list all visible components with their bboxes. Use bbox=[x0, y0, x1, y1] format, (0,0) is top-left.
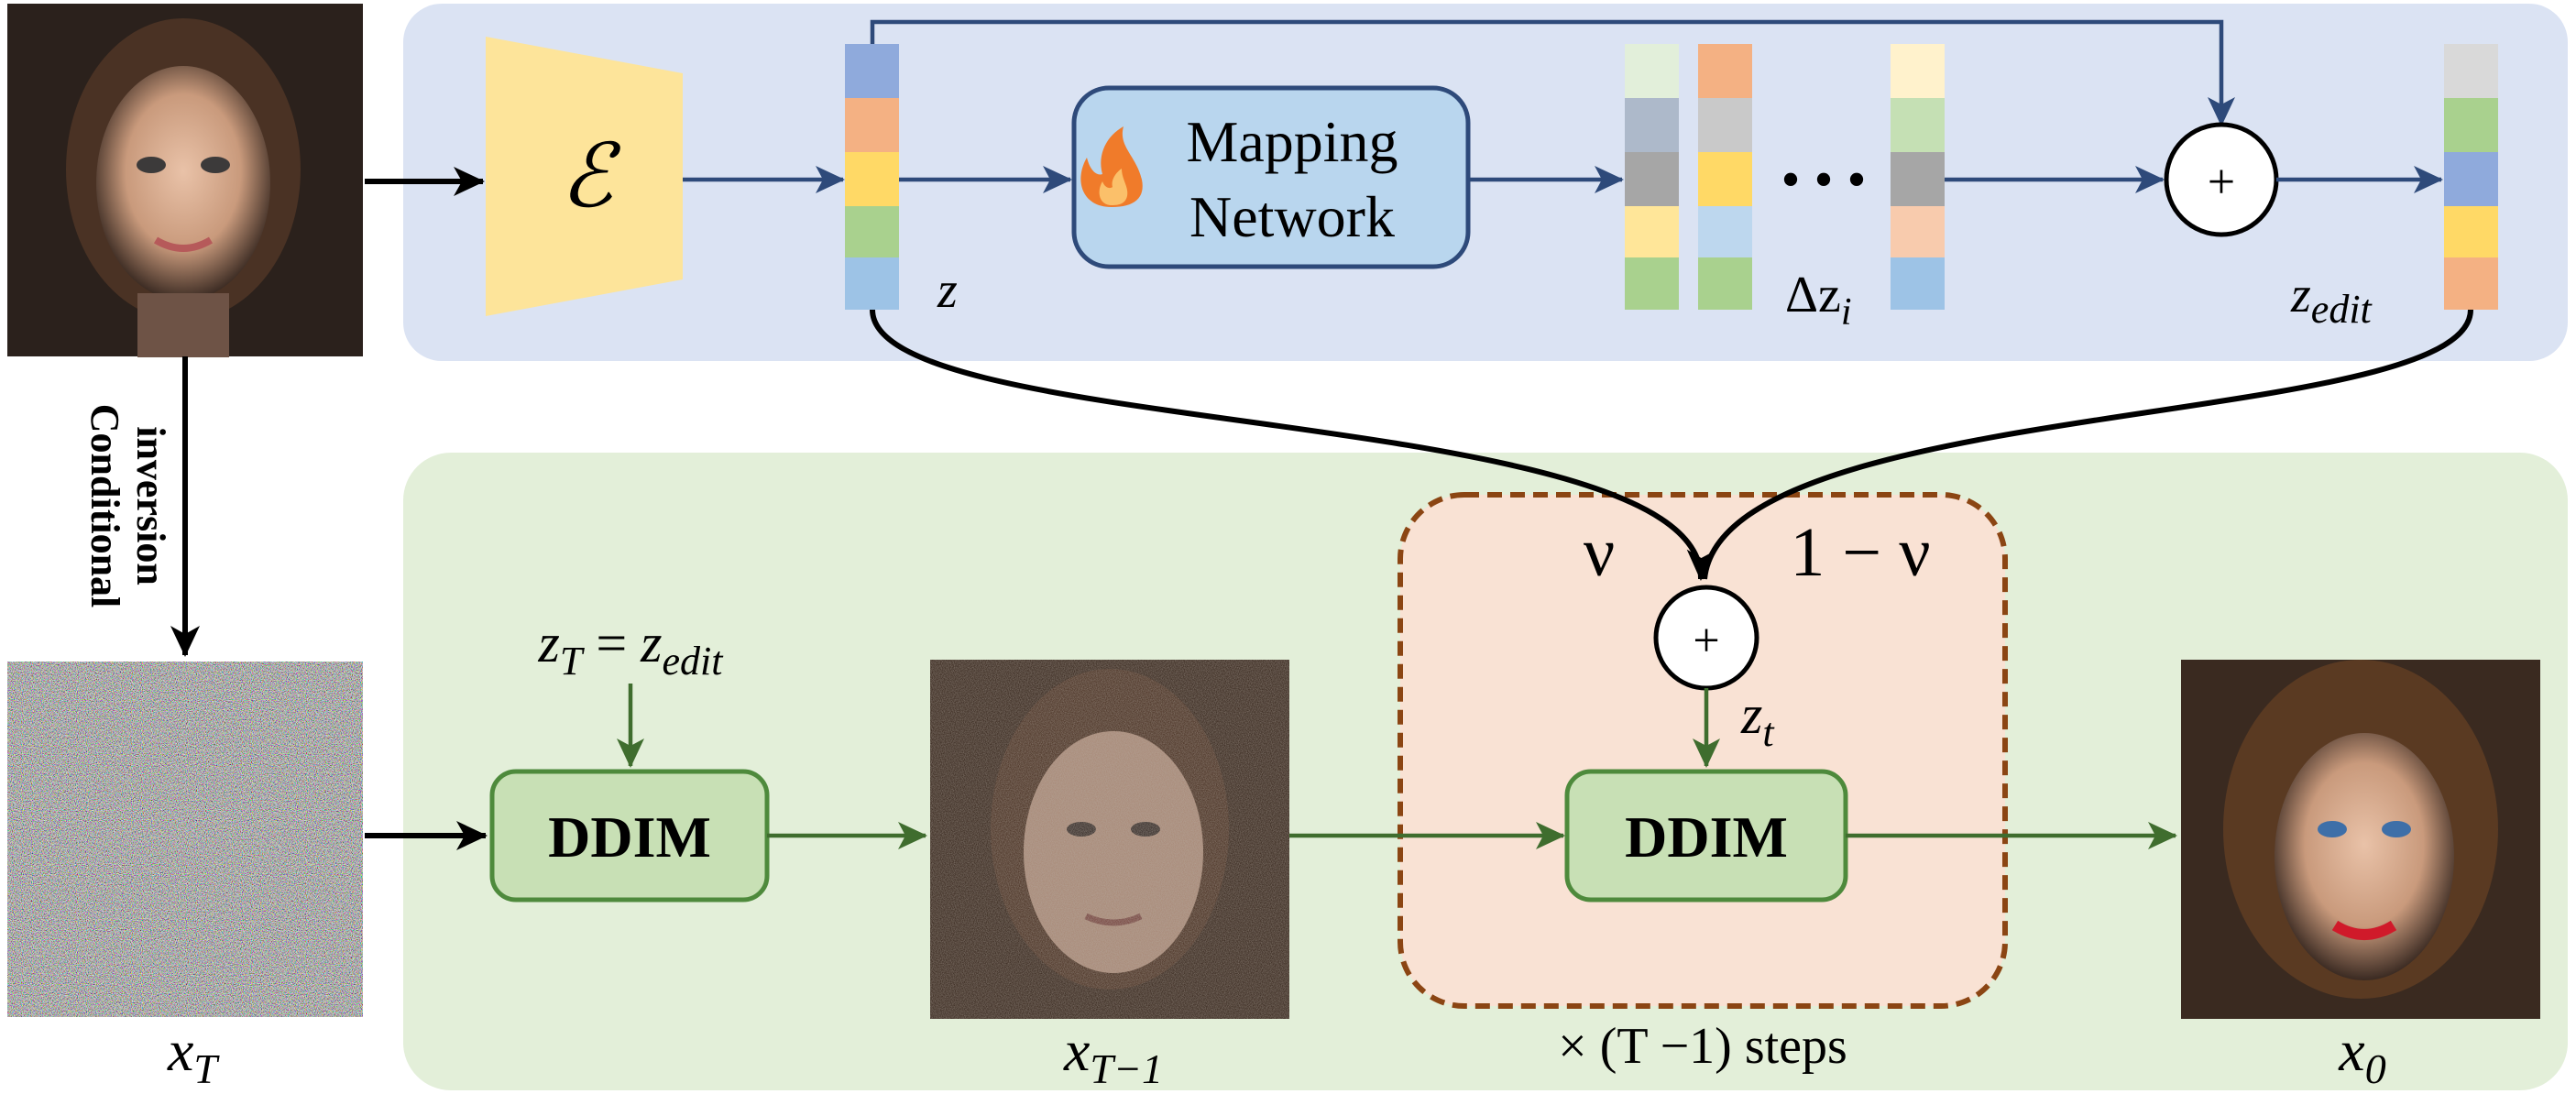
ellipsis-dots: • • • bbox=[1781, 149, 1866, 210]
delta-vector-1 bbox=[1625, 44, 1679, 310]
x-T-label: xT bbox=[167, 1018, 220, 1092]
delta-vector-2 bbox=[1698, 44, 1752, 310]
conditional-label: Conditional bbox=[82, 404, 127, 608]
steps-label: × (T −1) steps bbox=[1558, 1018, 1847, 1075]
z-t-label: zt bbox=[1740, 684, 1775, 755]
delta-zi-label: Δzi bbox=[1785, 267, 1852, 334]
z-label: z bbox=[937, 262, 958, 319]
one-minus-nu-label: 1 − ν bbox=[1790, 514, 1930, 591]
delta-vector-n bbox=[1891, 44, 1945, 310]
x-Tm1-label: xT−1 bbox=[1063, 1018, 1163, 1092]
latent-z-vector bbox=[845, 44, 899, 310]
mapping-network-label-line1: Mapping bbox=[1186, 109, 1398, 174]
noisy-face-image-xTm1 bbox=[930, 660, 1289, 1019]
nu-label: ν bbox=[1584, 514, 1615, 591]
encoder-block bbox=[486, 37, 683, 316]
ddim-label-1: DDIM bbox=[548, 804, 711, 870]
encoder-symbol: ℰ bbox=[560, 127, 621, 225]
add-node-top-symbol: + bbox=[2208, 154, 2235, 209]
inversion-label: inversion bbox=[128, 426, 173, 585]
curve-zedit-to-mix bbox=[1702, 309, 2473, 580]
input-face-image bbox=[7, 4, 363, 357]
encoding-panel bbox=[403, 4, 2568, 361]
x-0-label: x0 bbox=[2338, 1018, 2385, 1092]
arrow-z-skip-to-plus bbox=[870, 19, 2235, 126]
noise-image-xT bbox=[7, 662, 363, 1017]
curve-z-to-mix bbox=[870, 309, 1716, 581]
mapping-network-block bbox=[1071, 85, 1471, 269]
z-edit-vector bbox=[2444, 44, 2498, 310]
edited-face-image-x0 bbox=[2181, 660, 2540, 1019]
ddim-label-2: DDIM bbox=[1625, 804, 1788, 870]
add-node-mix-symbol: + bbox=[1693, 615, 1719, 667]
z-edit-label: zedit bbox=[2290, 267, 2373, 332]
mapping-network-label-line2: Network bbox=[1189, 184, 1395, 249]
flame-icon bbox=[1080, 126, 1143, 207]
zT-equals-zedit-label: zT = zedit bbox=[537, 613, 724, 684]
